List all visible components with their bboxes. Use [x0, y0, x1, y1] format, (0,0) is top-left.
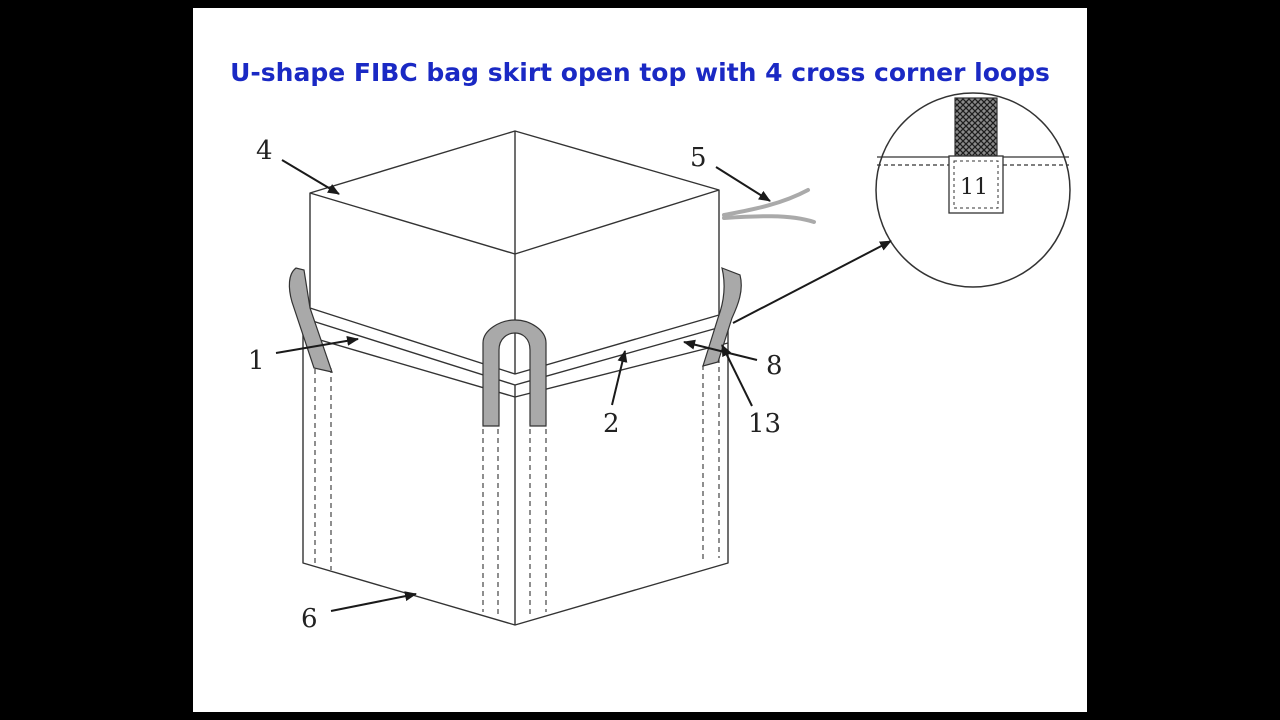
callout-11: 11: [960, 175, 988, 200]
callout-4: 4: [256, 136, 273, 166]
callout-labels: 4 5 1 2 8 13 6 11: [248, 136, 988, 634]
front-corner-loop: [482, 319, 547, 427]
callout-1: 1: [248, 346, 265, 376]
arrow-6: [330, 591, 417, 612]
arrow-13: [721, 344, 753, 407]
callout-13: 13: [748, 409, 781, 439]
arrow-5: [715, 166, 771, 202]
right-corner-loop: [702, 267, 742, 367]
arrow-inset: [732, 240, 892, 324]
stitching-lines: [314, 358, 720, 617]
bag-body: [302, 317, 729, 626]
inset-loop-mesh: [954, 97, 998, 157]
leader-arrows: [275, 159, 892, 612]
arrow-8: [683, 339, 758, 361]
arrow-2: [611, 350, 628, 406]
inset-label-patch: [948, 155, 1004, 214]
arrow-1: [275, 335, 359, 354]
callout-2: 2: [603, 409, 620, 439]
arrow-4: [281, 159, 340, 195]
diagram-title: U-shape FIBC bag skirt open top with 4 c…: [230, 58, 1050, 87]
tie-string: [722, 188, 816, 224]
callout-5: 5: [690, 143, 707, 173]
callout-8: 8: [766, 351, 783, 381]
skirt-top-panel: [309, 130, 720, 375]
inset-magnifier: [875, 92, 1071, 288]
callout-6: 6: [301, 604, 318, 634]
